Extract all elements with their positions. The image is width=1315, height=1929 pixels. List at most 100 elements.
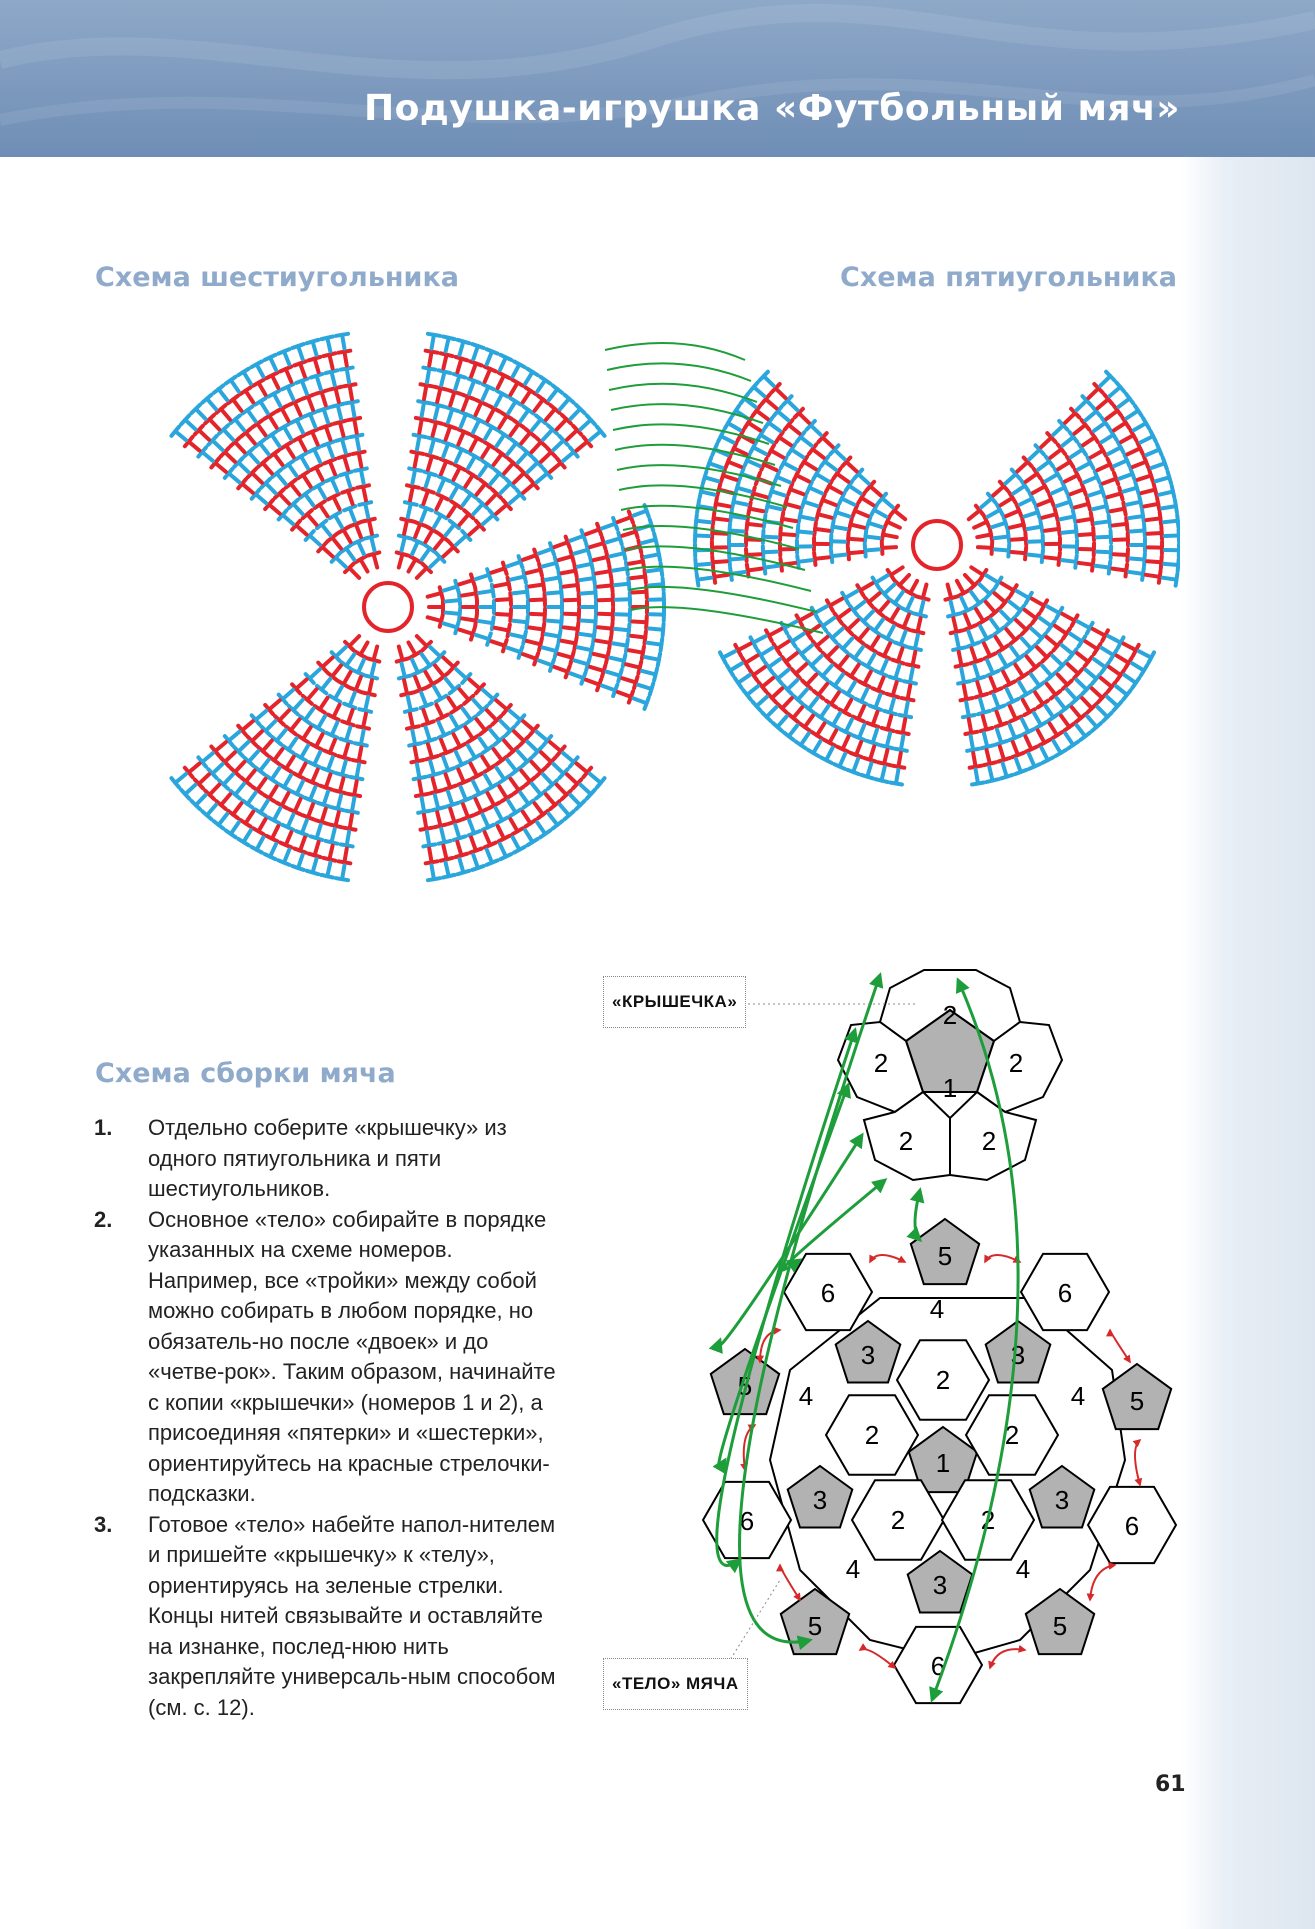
stitch-mark — [750, 442, 768, 459]
stitch-mark — [1087, 485, 1104, 501]
stitch-mark — [1082, 471, 1100, 488]
stitch-mark — [280, 367, 297, 385]
stitch-mark — [797, 525, 812, 538]
stitch-mark — [393, 645, 408, 662]
stitch-mark — [902, 684, 916, 700]
stitch-mark — [440, 424, 456, 441]
stitch-mark — [318, 407, 334, 424]
stitch-mark — [355, 468, 369, 484]
stitch-mark — [321, 336, 336, 352]
step-item: 1.Отдельно соберите «крышечку» из одного… — [94, 1113, 564, 1205]
stitch-mark — [351, 435, 365, 451]
stitch-mark — [1164, 558, 1179, 571]
stitch-mark — [404, 485, 419, 501]
stitch-mark — [970, 769, 984, 785]
stitch-mark — [1145, 569, 1161, 583]
stitch-mark — [568, 668, 585, 684]
stitch-mark — [882, 714, 897, 731]
body-number: 4 — [1016, 1554, 1030, 1584]
stitch-mark — [357, 713, 372, 729]
stitch-mark — [1097, 546, 1111, 559]
stitch-mark — [950, 634, 965, 650]
stitch-mark — [979, 641, 996, 659]
stitch-mark — [418, 384, 432, 400]
stitch-mark — [1114, 533, 1128, 545]
stitch-mark — [1112, 518, 1127, 531]
stitch-mark — [294, 835, 310, 852]
stitch-mark — [831, 549, 846, 562]
stitch-mark — [453, 429, 470, 447]
stitch-mark — [650, 593, 664, 605]
body-number: 4 — [930, 1294, 944, 1324]
red-hint-arrow — [1090, 1565, 1115, 1600]
stitch-mark — [416, 691, 432, 708]
cap-number: 2 — [899, 1126, 913, 1156]
stitch-mark — [958, 684, 972, 700]
stitch-mark — [355, 639, 372, 657]
stitch-mark — [468, 853, 484, 870]
stitch-mark — [780, 528, 795, 541]
stitch-mark — [426, 612, 443, 627]
hexagon-scheme-title: Схема шестиугольника — [95, 262, 459, 293]
stitch-mark — [494, 578, 510, 592]
stitch-mark — [854, 723, 870, 740]
stitch-mark — [445, 390, 461, 407]
stitch-mark — [1007, 740, 1023, 757]
stitch-mark — [474, 569, 491, 585]
stitch-mark — [422, 455, 437, 472]
body-number: 2 — [865, 1420, 879, 1450]
stitch-mark — [421, 368, 435, 384]
cap-number: 2 — [943, 1000, 957, 1030]
body-number: 2 — [891, 1505, 905, 1535]
stitch-mark — [882, 541, 897, 554]
stitch-mark — [478, 585, 494, 599]
stitch-mark — [529, 622, 545, 636]
stitch-mark — [892, 752, 906, 768]
stitch-mark — [296, 818, 312, 835]
stitch-mark — [311, 823, 327, 840]
stitch-mark — [344, 384, 358, 400]
stitch-mark — [422, 743, 437, 760]
step-number: 3. — [94, 1510, 112, 1541]
stitch-mark — [976, 529, 992, 543]
stitch-mark — [292, 853, 308, 870]
stitch-mark — [834, 506, 851, 522]
step-text: Отдельно соберите «крышечку» из одного п… — [148, 1115, 507, 1201]
stitch-mark — [969, 663, 985, 680]
stitch-mark — [278, 349, 294, 366]
stitch-mark — [712, 527, 727, 540]
stitch-mark — [814, 551, 829, 565]
stitch-mark — [418, 489, 434, 506]
stitch-mark — [440, 772, 456, 789]
stitch-mark — [421, 831, 435, 847]
stitch-mark — [557, 648, 574, 663]
stitch-mark — [342, 489, 358, 506]
stitch-mark — [696, 515, 711, 528]
stitch-mark — [1009, 519, 1025, 534]
stitch-mark — [409, 452, 423, 468]
stitch-mark — [1163, 515, 1178, 528]
stitch-diagrams — [0, 300, 1180, 920]
stitch-mark — [336, 864, 350, 880]
stitch-mark — [368, 552, 383, 569]
stitch-mark — [616, 608, 630, 620]
stitch-mark — [865, 531, 880, 545]
red-hint-arrow — [870, 1255, 905, 1262]
stitch-mark — [1080, 543, 1094, 555]
stitch-mark — [609, 652, 625, 667]
stitch-mark — [330, 387, 345, 403]
stitch-mark — [445, 594, 460, 607]
stitch-mark — [697, 572, 713, 586]
stitch-mark — [968, 562, 986, 580]
stitch-mark — [1010, 757, 1026, 774]
stitch-mark — [537, 543, 554, 559]
stitch-mark — [307, 429, 324, 447]
stitch-mark — [1004, 505, 1022, 521]
stitch-mark — [513, 615, 528, 628]
stitch-mark — [870, 692, 886, 709]
stitch-mark — [1055, 496, 1072, 512]
stitch-mark — [452, 840, 467, 857]
stitch-mark — [1147, 555, 1162, 568]
stitch-mark — [350, 675, 366, 692]
stitch-mark — [994, 745, 1010, 762]
